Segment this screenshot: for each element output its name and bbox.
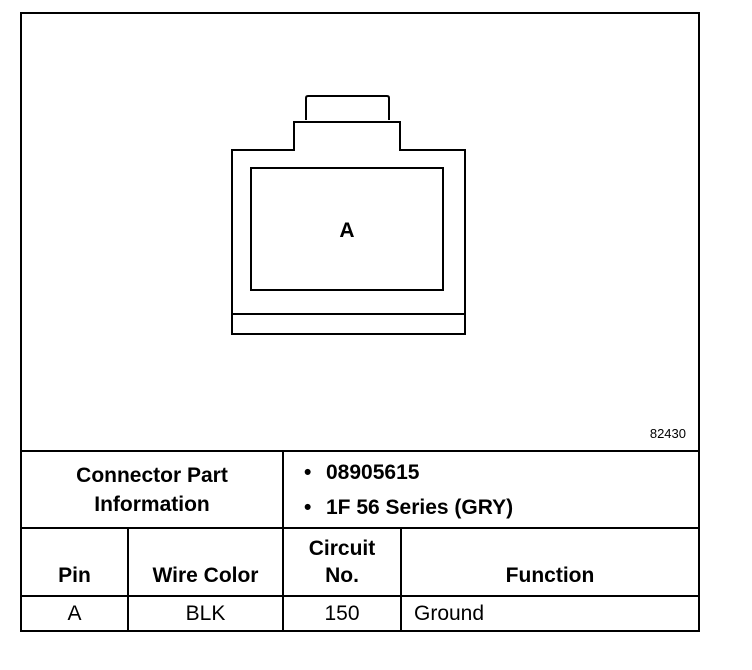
header-circuit-no: Circuit No. (282, 527, 402, 597)
row-wire-color: BLK (127, 595, 284, 630)
part-info-values: 08905615 1F 56 Series (GRY) (281, 450, 699, 529)
connector-diagram: A 82430 (22, 14, 698, 451)
pin-cavity (250, 167, 444, 291)
row-function: Ground (399, 595, 699, 630)
connector-info-table: Connector Part Information 08905615 1F 5… (22, 450, 699, 630)
header-function: Function (399, 527, 699, 597)
part-info-label-line1: Connector Part (76, 463, 228, 487)
header-circuit-line1: Circuit (308, 537, 376, 560)
connector-latch (305, 95, 390, 120)
part-info-row: Connector Part Information 08905615 1F 5… (22, 450, 699, 529)
pin-table-header-row: Pin Wire Color Circuit No. Function (22, 527, 699, 597)
header-circuit-line2: No. (325, 564, 359, 587)
part-number: 08905615 (304, 455, 698, 490)
part-info-label-line2: Information (94, 492, 210, 516)
connector-housing (231, 121, 466, 335)
table-row: A BLK 150 Ground (22, 595, 699, 630)
header-wire-color: Wire Color (127, 527, 284, 597)
pin-label: A (339, 219, 354, 242)
figure-id: 82430 (649, 426, 686, 441)
connector-face-drawing: A (231, 95, 466, 335)
header-pin: Pin (22, 527, 129, 597)
row-circuit: 150 (282, 595, 402, 630)
row-pin: A (22, 595, 129, 630)
connector-sheet: A 82430 Connector Part Information 08905… (20, 12, 700, 632)
part-info-list: 08905615 1F 56 Series (GRY) (284, 455, 698, 525)
part-info-label: Connector Part Information (22, 450, 284, 529)
part-series: 1F 56 Series (GRY) (304, 490, 698, 525)
